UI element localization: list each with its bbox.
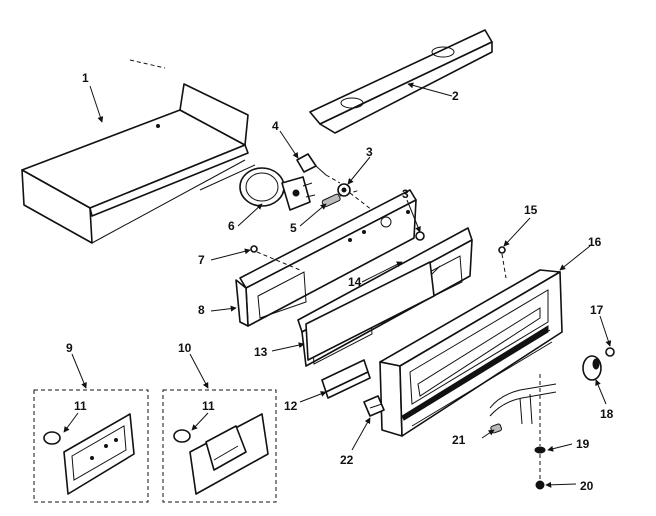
part-17-knob-insert	[605, 347, 615, 357]
callout-11-right: 11	[202, 399, 215, 413]
part-2-top-bracket	[309, 29, 493, 134]
callout-3-upper: 3	[366, 145, 373, 159]
callout-1: 1	[82, 71, 89, 85]
part-18-knob	[582, 355, 602, 381]
callout-20: 20	[580, 479, 594, 493]
part-10-kit-box	[162, 389, 277, 503]
part-21-screw	[490, 423, 503, 434]
part-4-switch	[296, 153, 341, 184]
callout-13: 13	[254, 345, 268, 359]
callout-6: 6	[228, 219, 235, 233]
callout-4: 4	[272, 119, 279, 133]
part-3-nut-lower	[415, 231, 425, 241]
callout-12: 12	[284, 399, 298, 413]
callout-10: 10	[178, 341, 192, 355]
callout-22: 22	[340, 453, 354, 467]
part-7-screw	[250, 245, 301, 271]
callout-18: 18	[600, 407, 614, 421]
callout-labels: 1 2 4 3 3 6 5 7 8 14 15 16 17 13 9 10 12…	[66, 71, 614, 493]
callout-5: 5	[290, 221, 297, 235]
callout-9: 9	[66, 341, 73, 355]
range-outline	[489, 383, 557, 425]
callout-21: 21	[452, 433, 466, 447]
callout-16: 16	[588, 235, 602, 249]
callout-17: 17	[590, 303, 604, 317]
part-15-screw	[498, 246, 507, 279]
callout-2: 2	[452, 89, 459, 103]
callout-15: 15	[524, 203, 538, 217]
part-16-control-housing	[379, 269, 563, 437]
callout-14: 14	[348, 275, 362, 289]
leader-lines	[63, 82, 612, 488]
part-12-lamp-socket	[321, 359, 371, 399]
part-20-screw	[535, 454, 545, 490]
callout-7: 7	[198, 253, 205, 267]
callout-3-lower: 3	[402, 187, 409, 201]
part-1-bottom-panel	[21, 59, 256, 244]
callout-19: 19	[576, 437, 590, 451]
callout-8: 8	[198, 303, 205, 317]
part-22-clip	[363, 395, 385, 417]
part-9-kit-box	[33, 389, 149, 503]
part-19-washer	[534, 374, 546, 454]
part-13-lens	[305, 261, 435, 361]
callout-11-left: 11	[74, 399, 87, 413]
part-3-nut-upper	[337, 183, 373, 211]
part-6-thermostat	[239, 167, 316, 211]
